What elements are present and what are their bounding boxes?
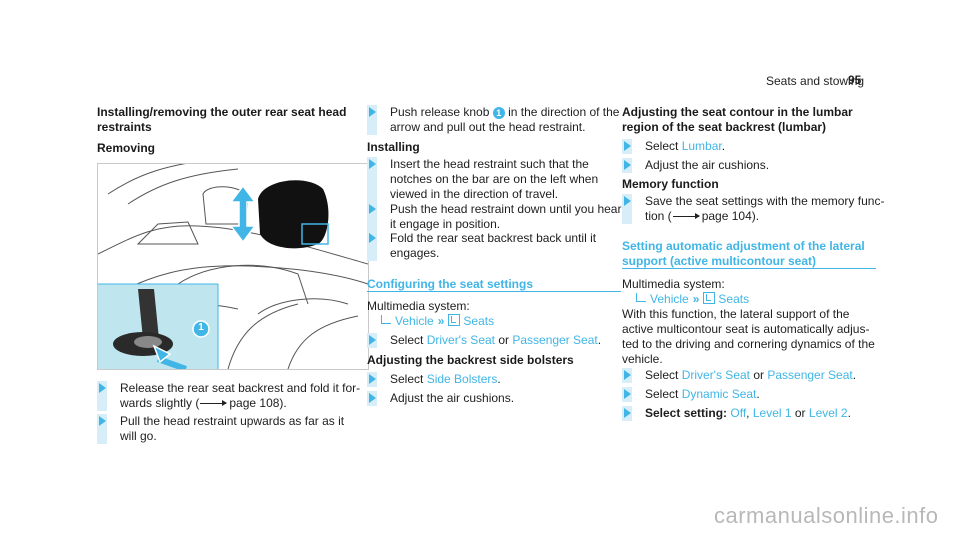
double-chevron-icon: »: [692, 292, 700, 306]
page-reference-link[interactable]: page 104).: [701, 209, 760, 223]
illustration-svg: [98, 164, 368, 369]
step-arrow-icon: [369, 107, 376, 117]
subheading-installing: Installing: [367, 140, 420, 154]
step-arrow-icon: [624, 196, 631, 206]
step-select-dynamic-seat: Select Dynamic Seat.: [622, 387, 760, 402]
step-select-seat: Select Driver's Seat or Passenger Seat.: [367, 333, 601, 348]
menu-path: Vehicle» Seats: [381, 314, 494, 329]
step-bar: [622, 194, 632, 224]
seat-icon: [448, 314, 461, 326]
step-push-down: Push the head restraint down until you h…: [367, 202, 621, 232]
running-header: Seats and stowing: [766, 74, 865, 88]
menu-seats[interactable]: Seats: [463, 314, 495, 328]
watermark: carmanualsonline.info: [714, 503, 939, 528]
step-pull-head-restraint: Pull the head restraint upwards as far a…: [97, 414, 344, 444]
callout-number: 1: [198, 322, 204, 333]
step-bar: [97, 381, 107, 411]
option-passenger-seat[interactable]: Passenger Seat: [767, 368, 853, 382]
step-adjust-air-cushions: Adjust the air cushions.: [367, 391, 514, 406]
option-level-2[interactable]: Level 2: [808, 406, 848, 420]
step-arrow-icon: [369, 159, 376, 169]
subheading-removing: Removing: [97, 141, 156, 155]
step-select-lumbar: Select Lumbar.: [622, 139, 725, 154]
option-off[interactable]: Off: [730, 406, 747, 420]
step-bar: [367, 105, 377, 135]
seat-icon: [703, 292, 716, 304]
step-fold-backrest: Fold the rear seat backrest back until i…: [367, 231, 596, 261]
option-dynamic-seat[interactable]: Dynamic Seat: [681, 387, 757, 401]
step-bar: [367, 231, 377, 261]
step-arrow-icon: [369, 374, 376, 384]
heading-lumbar: Adjusting the seat contour in the lumbar…: [622, 105, 853, 134]
section-title-automatic-adjustment: Setting automatic adjustment of the late…: [622, 239, 865, 268]
step-save-memory: Save the seat settings with the memory f…: [622, 194, 884, 224]
step-select-seat-auto: Select Driver's Seat or Passenger Seat.: [622, 368, 856, 383]
menu-vehicle[interactable]: Vehicle: [650, 292, 689, 306]
option-passenger-seat[interactable]: Passenger Seat: [512, 333, 598, 347]
step-bar: [622, 158, 632, 173]
multimedia-label: Multimedia system:: [367, 299, 470, 313]
step-bar: [367, 333, 377, 348]
double-chevron-icon: »: [437, 314, 445, 328]
step-bar: [622, 368, 632, 383]
step-adjust-lumbar-cushions: Adjust the air cushions.: [622, 158, 769, 173]
section-heading-head-restraints: Installing/removing the outer rear seat …: [97, 105, 347, 134]
menu-path: Vehicle» Seats: [636, 292, 749, 307]
step-arrow-icon: [369, 233, 376, 243]
step-arrow-icon: [99, 383, 106, 393]
step-arrow-icon: [624, 160, 631, 170]
step-arrow-icon: [624, 370, 631, 380]
step-insert-head-restraint: Insert the head restraint such that the …: [367, 157, 598, 202]
option-level-1[interactable]: Level 1: [752, 406, 792, 420]
menu-vehicle[interactable]: Vehicle: [395, 314, 434, 328]
path-arrow-icon: [636, 293, 646, 302]
step-release-backrest: Release the rear seat backrest and fold …: [97, 381, 360, 411]
multimedia-label: Multimedia system:: [622, 277, 725, 291]
page-reference-arrow-icon: [200, 400, 228, 406]
step-arrow-icon: [99, 416, 106, 426]
step-bar: [367, 202, 377, 232]
step-select-side-bolsters: Select Side Bolsters.: [367, 372, 501, 387]
page-reference-arrow-icon: [672, 213, 700, 219]
step-bar: [622, 139, 632, 154]
description-paragraph: With this function, the lateral support …: [622, 307, 875, 366]
page-reference-link[interactable]: page 108).: [229, 396, 287, 410]
step-bar: [367, 372, 377, 387]
callout-1-icon: 1: [492, 107, 505, 119]
subheading-memory-function: Memory function: [622, 177, 719, 191]
step-bar: [622, 406, 632, 421]
section-divider: [622, 268, 876, 269]
step-arrow-icon: [624, 389, 631, 399]
menu-seats[interactable]: Seats: [718, 292, 750, 306]
step-bar: [367, 391, 377, 406]
subheading-side-bolsters: Adjusting the backrest side bolsters: [367, 353, 574, 367]
path-arrow-icon: [381, 315, 391, 324]
step-bar: [622, 387, 632, 402]
page-number: 95: [848, 73, 862, 87]
option-lumbar[interactable]: Lumbar: [681, 139, 722, 153]
step-arrow-icon: [369, 204, 376, 214]
step-arrow-icon: [369, 335, 376, 345]
step-arrow-icon: [624, 141, 631, 151]
option-side-bolsters[interactable]: Side Bolsters: [426, 372, 498, 386]
step-arrow-icon: [624, 408, 631, 418]
step-arrow-icon: [369, 393, 376, 403]
step-push-release-knob: Push release knob 1 in the direction of …: [367, 105, 619, 135]
option-drivers-seat[interactable]: Driver's Seat: [681, 368, 750, 382]
section-title-configuring-seats: Configuring the seat settings: [367, 277, 534, 291]
callout-1: [192, 320, 210, 338]
step-bar: [367, 157, 377, 202]
section-divider: [367, 291, 621, 292]
step-select-setting: Select setting: Off, Level 1 or Level 2.: [622, 406, 851, 421]
option-drivers-seat[interactable]: Driver's Seat: [426, 333, 495, 347]
step-bar: [97, 414, 107, 444]
head-restraint-illustration: 1: [97, 163, 369, 370]
